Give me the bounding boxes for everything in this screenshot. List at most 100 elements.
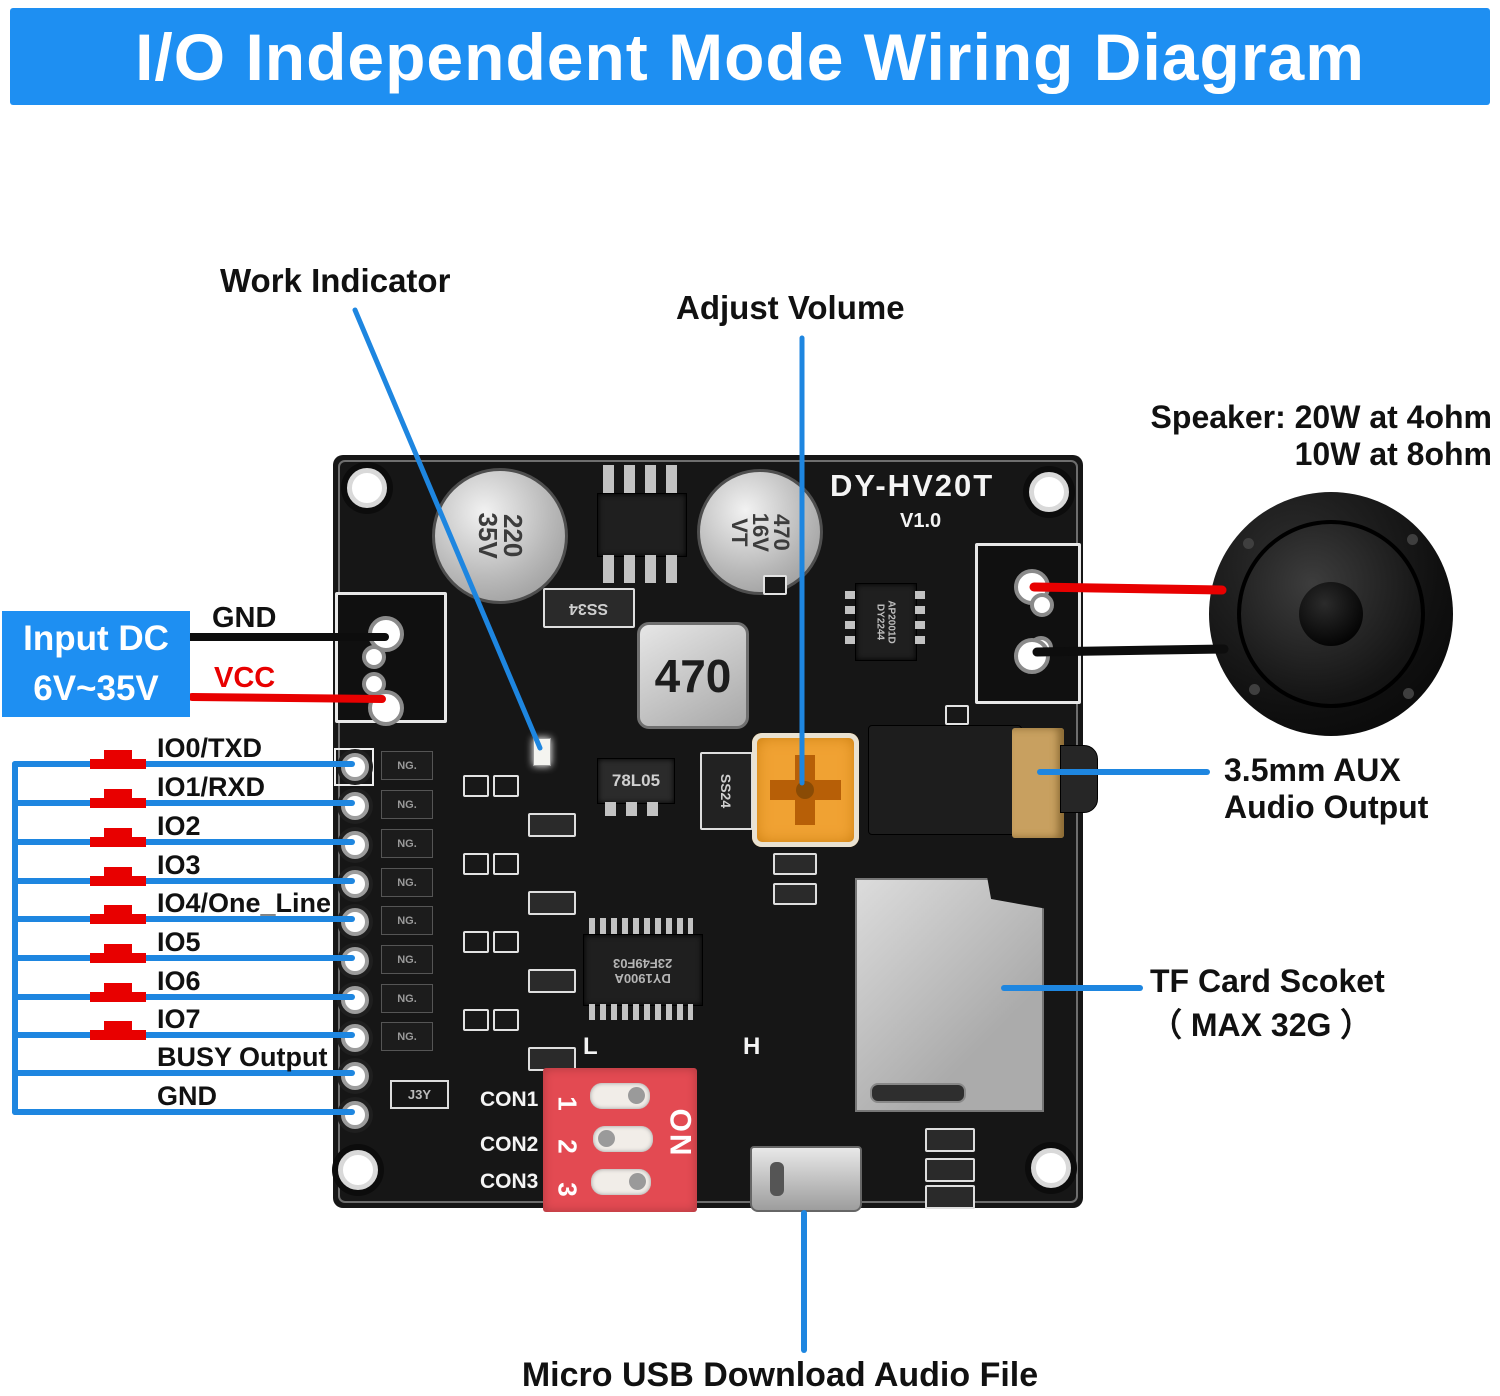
volume-potentiometer[interactable] [752,733,859,847]
smd-component [493,1009,519,1031]
chip-pins [915,591,925,651]
diode-ng: NG. [381,751,433,780]
dip-slider-1[interactable] [590,1083,650,1109]
smd-resistor [925,1158,975,1182]
diode-ng: NG. [381,1022,433,1051]
smd-component [763,575,787,595]
io-label-gnd: GND [157,1081,217,1111]
diode-ss34: SS34 [543,588,635,628]
speaker-screw [1243,538,1254,549]
work-indicator-label: Work Indicator [220,262,451,299]
io-label-0: IO0/TXD [157,733,263,763]
io-label-6: IO6 [157,966,201,996]
con1-label: CON1 [480,1088,539,1111]
board-model-text: DY-HV20T [830,468,995,503]
speaker-wire-negative [1032,644,1229,657]
aux-jack-barrel[interactable] [1060,745,1098,813]
chip-dy1900a: DY1900A 23F49F03 [583,934,703,1006]
dip-switch[interactable]: 1 2 3 ON [543,1068,697,1212]
pcb-board: 220 35V 470 16V VT DY-HV20T V1.0 [333,455,1098,1212]
diode-ss24: SS24 [700,752,753,830]
aux-label-line1: 3.5mm AUX [1224,752,1401,788]
dip-slider-3[interactable] [591,1169,651,1195]
chip-pins [605,802,665,816]
tf-label-line1: TF Card Scoket [1150,963,1385,999]
page-title: I/O Independent Mode Wiring Diagram [135,19,1365,94]
smd-resistor [925,1185,975,1209]
mounting-hole [1031,1148,1071,1188]
smd-resistor [925,1128,975,1152]
vcc-wire-label: VCC [214,662,276,694]
smd-component [493,775,519,797]
board-version-text: V1.0 [900,510,942,532]
aux-jack-gold [1012,728,1064,838]
speaker [1209,492,1453,736]
dip-slider-2[interactable] [593,1126,653,1152]
component-j3y: J3Y [390,1080,449,1109]
io-label-7: IO7 [157,1004,201,1034]
work-indicator-line [352,307,543,751]
tf-label: TF Card Scoket （ MAX 32G ） [1150,963,1385,1046]
micro-usb-label: Micro USB Download Audio File [521,1356,1039,1394]
l-label: L [583,1033,598,1060]
smd-resistor [773,853,817,875]
solder-pad [1030,593,1054,617]
smd-component [945,705,969,725]
io-label-3: IO3 [157,850,201,880]
diode-ng: NG. [381,868,433,897]
micro-usb-port[interactable] [750,1146,862,1212]
smd-resistor [528,969,576,993]
speaker-label-line1: Speaker: 20W at 4ohm [1150,399,1492,435]
inductor-label: 470 [654,649,732,702]
smd-component [493,931,519,953]
chip-pins [603,465,681,493]
mounting-hole [1029,472,1069,512]
smd-resistor [528,891,576,915]
tf-label-line2: （ MAX 32G ） [1150,1007,1373,1043]
regulator-label: 78L05 [611,771,661,790]
diode-ng: NG. [381,790,433,819]
tf-card-socket[interactable] [855,878,1044,1112]
mounting-hole [347,468,387,508]
mounting-hole [338,1150,378,1190]
speaker-screw [1403,688,1414,699]
smd-resistor [773,883,817,905]
smd-component [463,853,489,875]
capacitor-220uf: 220 35V [432,468,568,604]
speaker-screw [1249,684,1260,695]
io-label-4: IO4/One_Line [157,888,332,918]
io-label-busy: BUSY Output [157,1042,328,1072]
smd-component [463,1009,489,1031]
chip-pins [589,918,693,934]
io-label-5: IO5 [157,927,201,957]
vcc-wire [188,693,386,703]
push-button-symbols [90,750,146,1040]
speaker-label-line2: 10W at 8ohm [1294,436,1492,472]
smd-component [463,775,489,797]
input-dc-box: Input DC 6V~35V [2,611,190,717]
h-label: H [743,1033,761,1060]
adjust-volume-label: Adjust Volume [676,289,905,326]
speaker-wire-positive [1029,582,1227,595]
diode-ng: NG. [381,829,433,858]
smd-component [463,931,489,953]
io-label-2: IO2 [157,811,201,841]
input-dc-line1: Input DC [23,619,169,659]
io-bus-lines [12,761,355,1115]
chip-pins [603,555,681,583]
smd-resistor [528,813,576,837]
chip-pins [589,1004,693,1020]
speaker-label: Speaker: 20W at 4ohm 10W at 8ohm [1080,399,1492,473]
gnd-wire-label: GND [212,602,277,634]
chip-pins [845,591,855,651]
con3-label: CON3 [480,1170,539,1193]
tf-socket-clip [870,1083,966,1103]
chip-ap2001d: AP2001D DY2244 [855,583,917,661]
inductor-470: 470 [637,622,749,729]
header-banner: I/O Independent Mode Wiring Diagram [10,8,1490,105]
io-label-1: IO1/RXD [157,772,266,802]
aux-label-line2: Audio Output [1224,789,1429,825]
regulator-78l05: 78L05 [597,758,675,804]
